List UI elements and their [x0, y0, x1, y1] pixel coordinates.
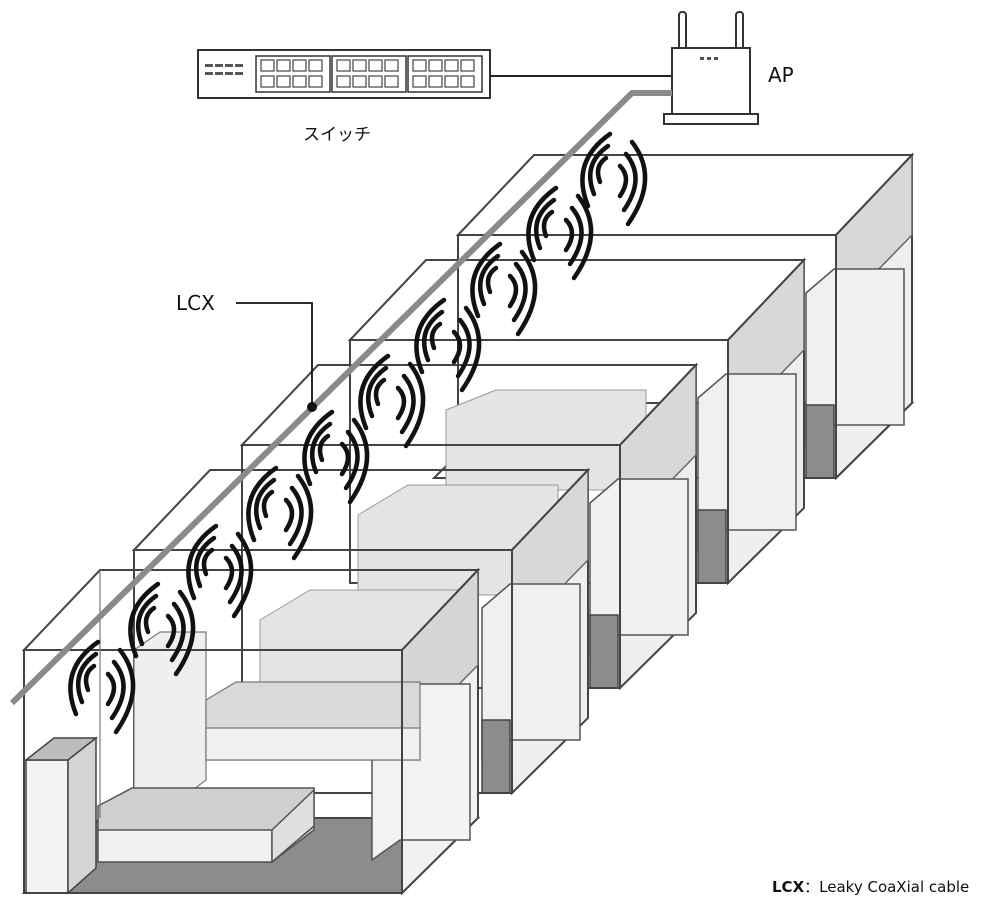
legend: LCX：Leaky CoaXial cable — [772, 876, 969, 897]
ap-label: AP — [768, 63, 794, 87]
network-switch — [197, 49, 491, 99]
lcx-label: LCX — [176, 291, 215, 315]
switch-label: スイッチ — [303, 125, 371, 145]
rack-row-3 — [239, 362, 699, 691]
lcx-cable — [9, 90, 672, 706]
rack-row-4 — [131, 467, 591, 796]
access-point — [663, 11, 759, 125]
rack-row-2 — [347, 257, 807, 586]
rack-row-5 — [21, 567, 481, 896]
legend-separator: ： — [804, 878, 820, 896]
legend-definition: Leaky CoaXial cable — [819, 878, 970, 896]
legend-term: LCX — [772, 878, 805, 896]
lcx-callout — [236, 302, 317, 412]
